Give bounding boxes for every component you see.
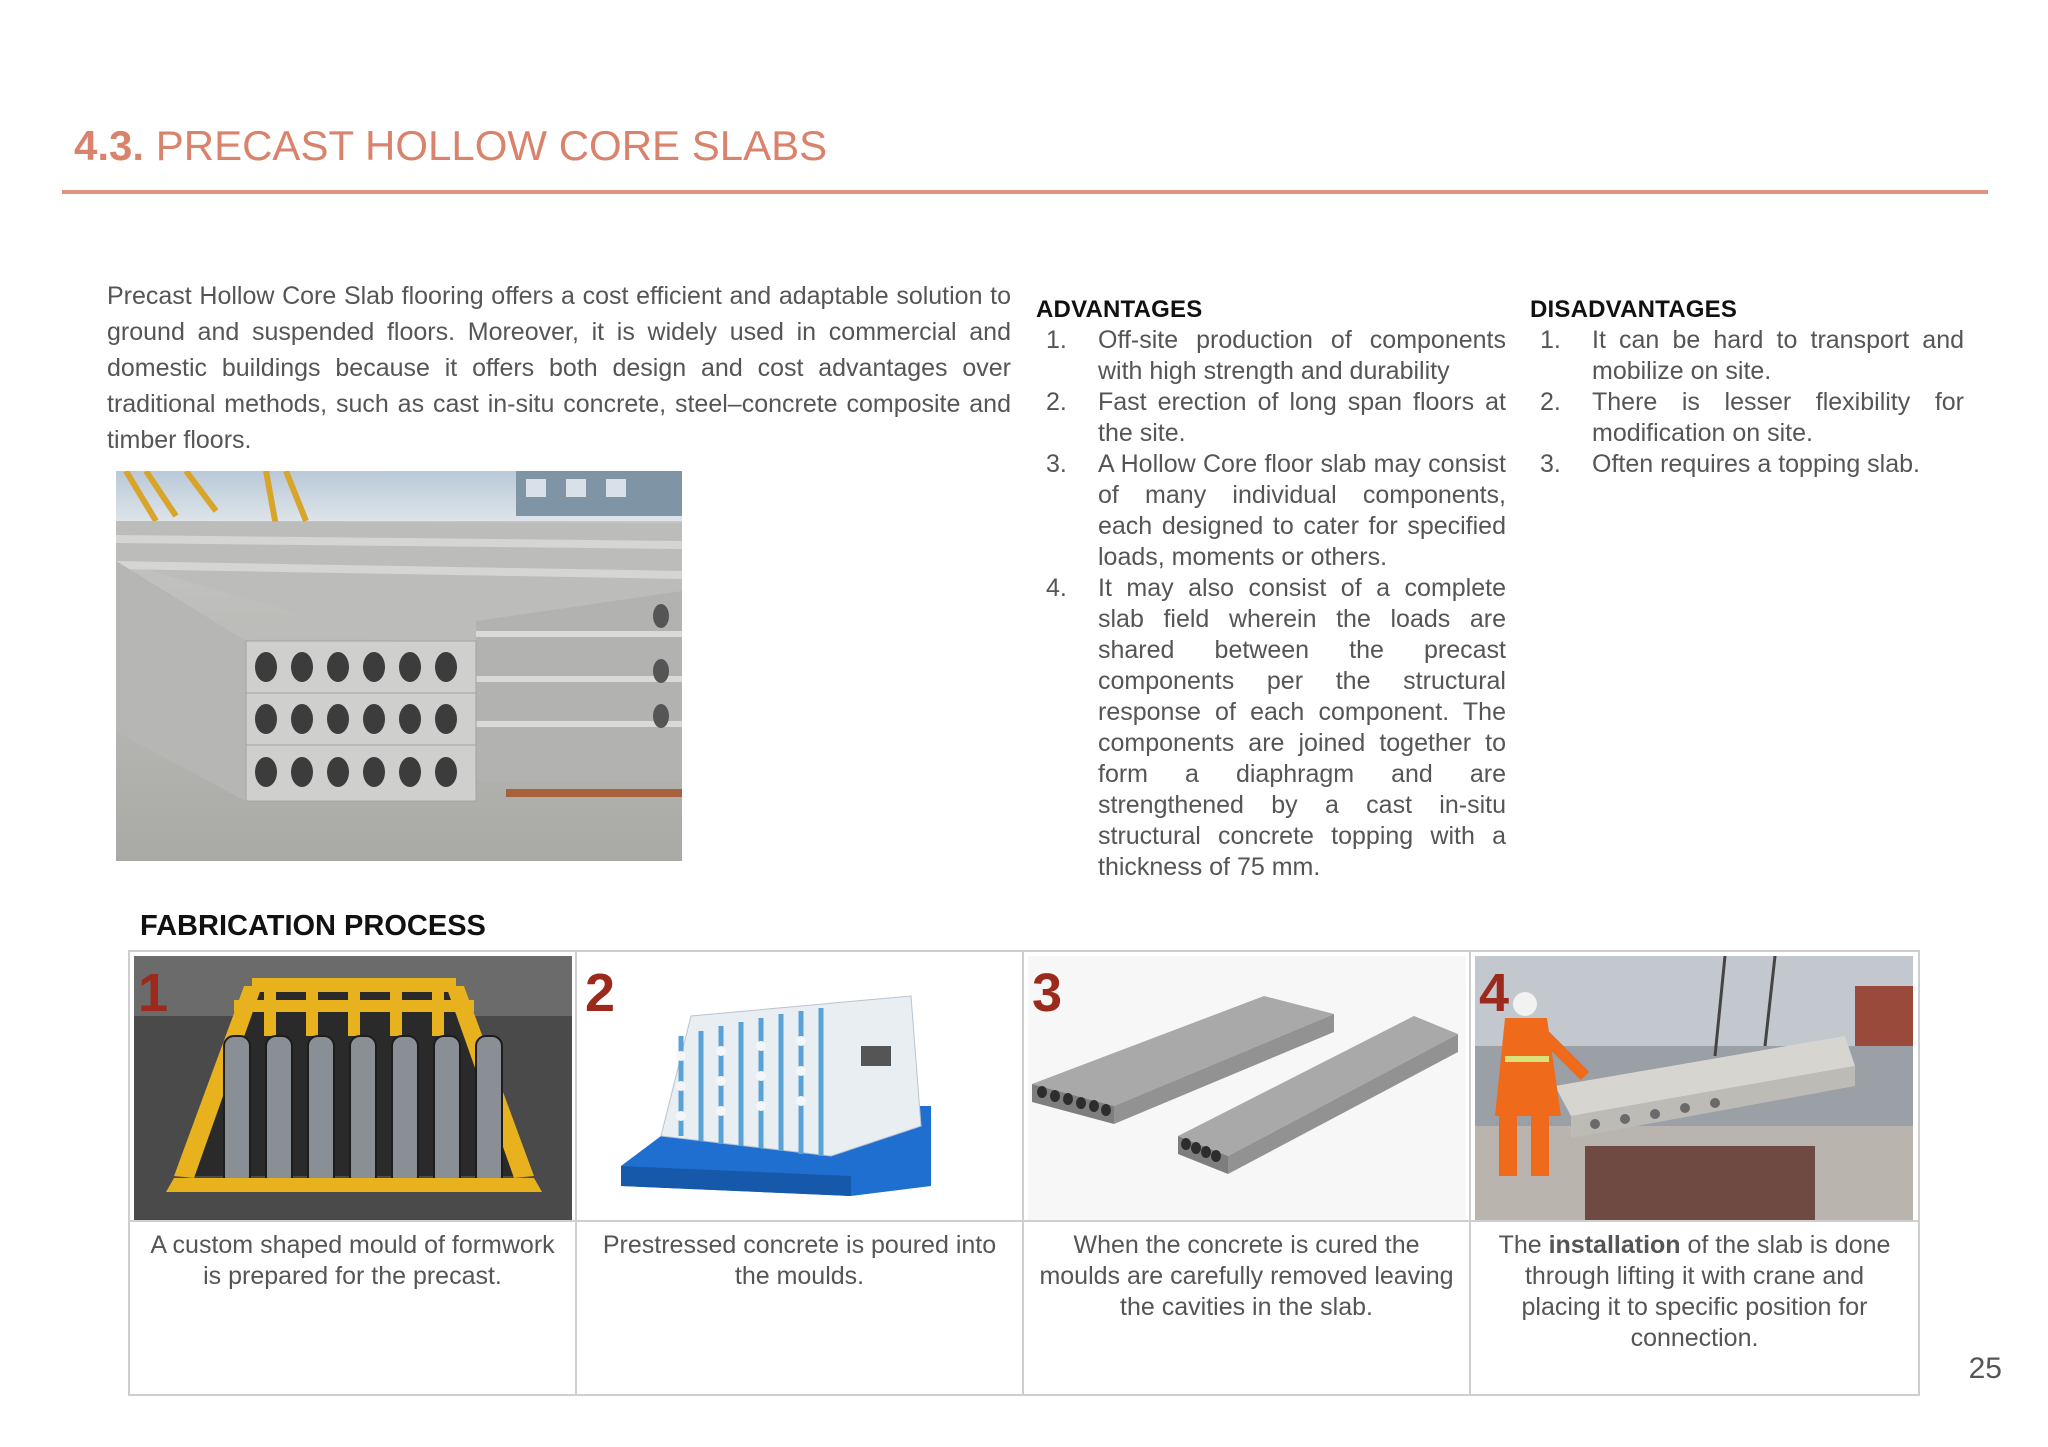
fabrication-steps-table: 1 A custom shaped mould of formwork is p… xyxy=(128,950,1920,1396)
cell-divider xyxy=(577,1220,1022,1222)
intro-paragraph: Precast Hollow Core Slab flooring offers… xyxy=(107,282,1011,454)
step-caption: When the concrete is cured the moulds ar… xyxy=(1039,1231,1454,1321)
step-caption: The installation of the slab is done thr… xyxy=(1485,1230,1904,1354)
item-text: Off-site production of components with h… xyxy=(1098,326,1506,385)
item-number: 1. xyxy=(1540,326,1561,354)
fabrication-step-2: 2 Prestressed concrete is poured into th… xyxy=(577,952,1024,1394)
heading-divider xyxy=(62,190,1988,194)
cell-divider xyxy=(130,1220,575,1222)
section-title: PRECAST HOLLOW CORE SLABS xyxy=(155,122,828,169)
fabrication-step-4: 4 The installation of the slab is done t… xyxy=(1471,952,1918,1394)
finished-slabs-image xyxy=(1028,956,1466,1222)
pouring-machine-image xyxy=(581,956,1019,1222)
item-number: 2. xyxy=(1046,388,1067,416)
advantages-list: 1. Off-site production of components with… xyxy=(1036,325,1506,883)
list-item: 3. A Hollow Core floor slab may consist o… xyxy=(1036,449,1506,573)
step-caption: Prestressed concrete is poured into the … xyxy=(602,1231,997,1290)
disadvantages-list: 1. It can be hard to transport and mobili… xyxy=(1530,325,1964,480)
list-item: 3. Often requires a topping slab. xyxy=(1530,449,1964,480)
caption-text: of the slab is done through lifting it w… xyxy=(1521,1231,1891,1352)
fabrication-step-1: 1 A custom shaped mould of formwork is p… xyxy=(130,952,577,1394)
disadvantages-title: DISADVANTAGES xyxy=(1530,296,1738,323)
caption-text: The xyxy=(1498,1231,1549,1259)
list-item: 1. Off-site production of components with… xyxy=(1036,325,1506,387)
mould-formwork-image xyxy=(134,956,572,1222)
step-number: 1 xyxy=(138,963,169,1023)
page-heading: 4.3. PRECAST HOLLOW CORE SLABS xyxy=(74,122,827,170)
step-number: 4 xyxy=(1479,963,1510,1023)
item-number: 3. xyxy=(1540,450,1561,478)
hollow-core-slabs-photo xyxy=(116,471,682,861)
step-number: 3 xyxy=(1032,963,1063,1023)
fabrication-step-3: 3 When the concrete is cured the moulds … xyxy=(1024,952,1471,1394)
cell-divider xyxy=(1024,1220,1469,1222)
item-text: It may also consist of a complete slab f… xyxy=(1098,574,1506,881)
item-text: A Hollow Core floor slab may consist of … xyxy=(1098,450,1506,571)
section-number: 4.3. xyxy=(74,122,145,169)
advantages-title: ADVANTAGES xyxy=(1036,296,1203,323)
item-text: Fast erection of long span floors at the… xyxy=(1098,388,1506,447)
step-number: 2 xyxy=(585,963,616,1023)
item-number: 1. xyxy=(1046,326,1067,354)
item-number: 2. xyxy=(1540,388,1561,416)
item-text: It can be hard to transport and mobilize… xyxy=(1592,326,1964,385)
item-text: There is lesser flexibility for modifica… xyxy=(1592,388,1964,447)
list-item: 2. Fast erection of long span floors at t… xyxy=(1036,387,1506,449)
installation-image xyxy=(1475,956,1913,1222)
item-number: 4. xyxy=(1046,574,1067,602)
list-item: 4. It may also consist of a complete slab… xyxy=(1036,573,1506,883)
page-number: 25 xyxy=(1968,1352,2002,1385)
fabrication-title: FABRICATION PROCESS xyxy=(140,910,486,942)
item-number: 3. xyxy=(1046,450,1067,478)
cell-divider xyxy=(1471,1220,1918,1222)
list-item: 1. It can be hard to transport and mobili… xyxy=(1530,325,1964,387)
caption-emphasis: installation xyxy=(1548,1231,1681,1259)
list-item: 2. There is lesser flexibility for modifi… xyxy=(1530,387,1964,449)
item-text: Often requires a topping slab. xyxy=(1592,450,1920,478)
step-caption: A custom shaped mould of formwork is pre… xyxy=(150,1231,555,1290)
